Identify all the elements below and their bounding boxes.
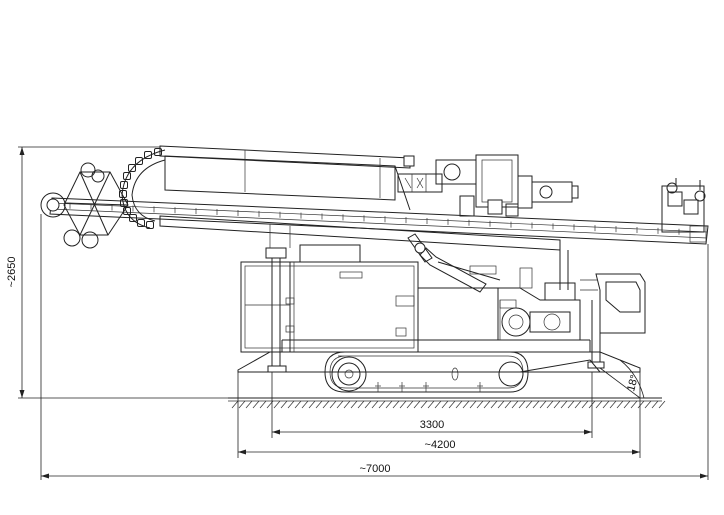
base-length-label: ~4200 (425, 439, 456, 451)
height-dimension-label: ~2650 (6, 257, 18, 288)
drill-mast (49, 197, 709, 251)
height-dimension: ~2650 (6, 146, 228, 399)
overall-length-dimension: ~7000 (40, 214, 709, 480)
base-length-dimension: ~4200 (237, 372, 641, 458)
track-length-label: 3300 (420, 419, 444, 431)
approach-angle-label: 18° (625, 374, 641, 393)
upper-guide-beam (159, 145, 415, 211)
power-pack-housing (240, 244, 419, 353)
rear-mast-clamp (661, 178, 707, 243)
track-length-dimension: 3300 (271, 372, 593, 438)
mast-lift-cylinder (407, 233, 569, 293)
overall-length-label: ~7000 (360, 463, 391, 475)
hydraulic-unit (417, 267, 581, 341)
hose-cable-chain (119, 148, 166, 229)
crawler-track (324, 351, 529, 393)
rotary-drill-head (397, 154, 579, 217)
control-cabin (580, 273, 646, 334)
front-rod-clamp (40, 162, 129, 249)
approach-angle-dimension: 18° (599, 359, 645, 399)
ground-line (228, 397, 666, 409)
